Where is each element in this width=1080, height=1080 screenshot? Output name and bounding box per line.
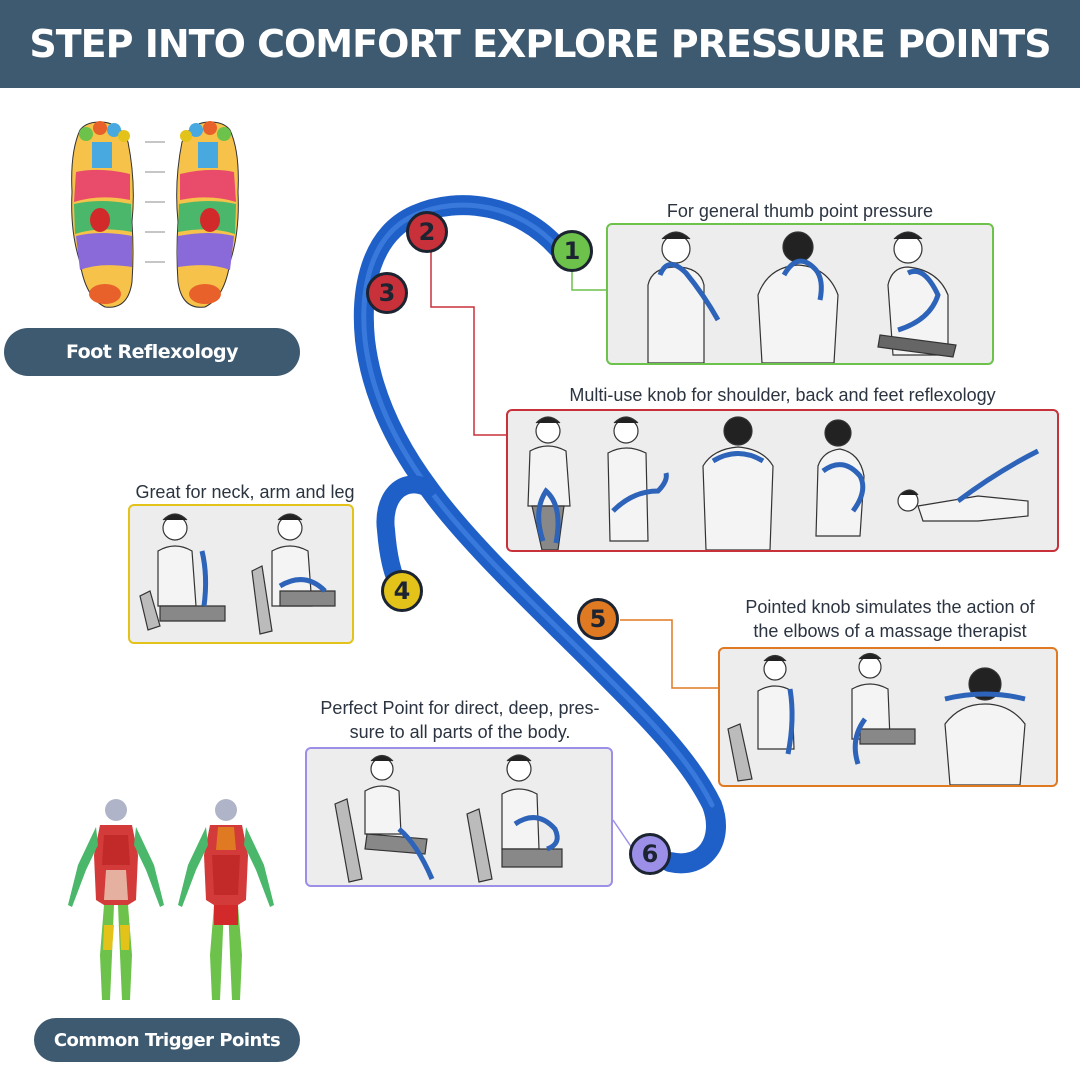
neck-shoulder-usage-illustration: [647, 231, 957, 363]
feature-3-badge: 3: [366, 272, 408, 314]
connector-lines: [430, 250, 718, 849]
feature-4-caption: Great for neck, arm and leg: [135, 482, 355, 502]
feature-2-caption: Multi-use knob for shoulder, back and fe…: [569, 385, 996, 405]
feature-6-badge: 6: [629, 833, 671, 875]
multi-use-knob-illustration: [527, 416, 1040, 550]
feature-1-badge: 1: [551, 230, 593, 272]
foot-reflexology-label: Foot Reflexology: [4, 328, 300, 376]
feature-5-caption-line1: Pointed knob simulates the action of: [745, 597, 1035, 617]
feature-5-caption-line2: the elbows of a massage therapist: [753, 621, 1027, 641]
direct-deep-pressure-illustration: [334, 754, 563, 883]
right-foot-icon: [176, 121, 239, 308]
feature-4-panel: [128, 504, 354, 644]
feature-6-caption-line2: sure to all parts of the body.: [349, 722, 571, 742]
trigger-points-label: Common Trigger Points: [34, 1018, 300, 1062]
pointed-knob-illustration: [727, 652, 1026, 785]
feature-2-panel: [506, 409, 1059, 552]
feature-1-panel: [606, 223, 994, 365]
trigger-points-body-chart: [68, 799, 274, 1000]
left-foot-icon: [71, 121, 134, 308]
feature-2-badge: 2: [406, 211, 448, 253]
feature-6-panel: [305, 747, 613, 887]
neck-arm-leg-illustration: [139, 513, 336, 635]
feature-1-caption: For general thumb point pressure: [666, 201, 934, 221]
back-body-icon: [178, 799, 274, 1000]
feature-5-badge: 5: [577, 598, 619, 640]
foot-reflexology-chart: [71, 121, 239, 308]
front-body-icon: [68, 799, 164, 1000]
page-title: STEP INTO COMFORT EXPLORE PRESSURE POINT…: [29, 22, 1051, 66]
feature-5-panel: [718, 647, 1058, 787]
feature-6-caption-line1: Perfect Point for direct, deep, pres-: [320, 698, 600, 718]
feature-4-badge: 4: [381, 570, 423, 612]
page-header: STEP INTO COMFORT EXPLORE PRESSURE POINT…: [0, 0, 1080, 88]
